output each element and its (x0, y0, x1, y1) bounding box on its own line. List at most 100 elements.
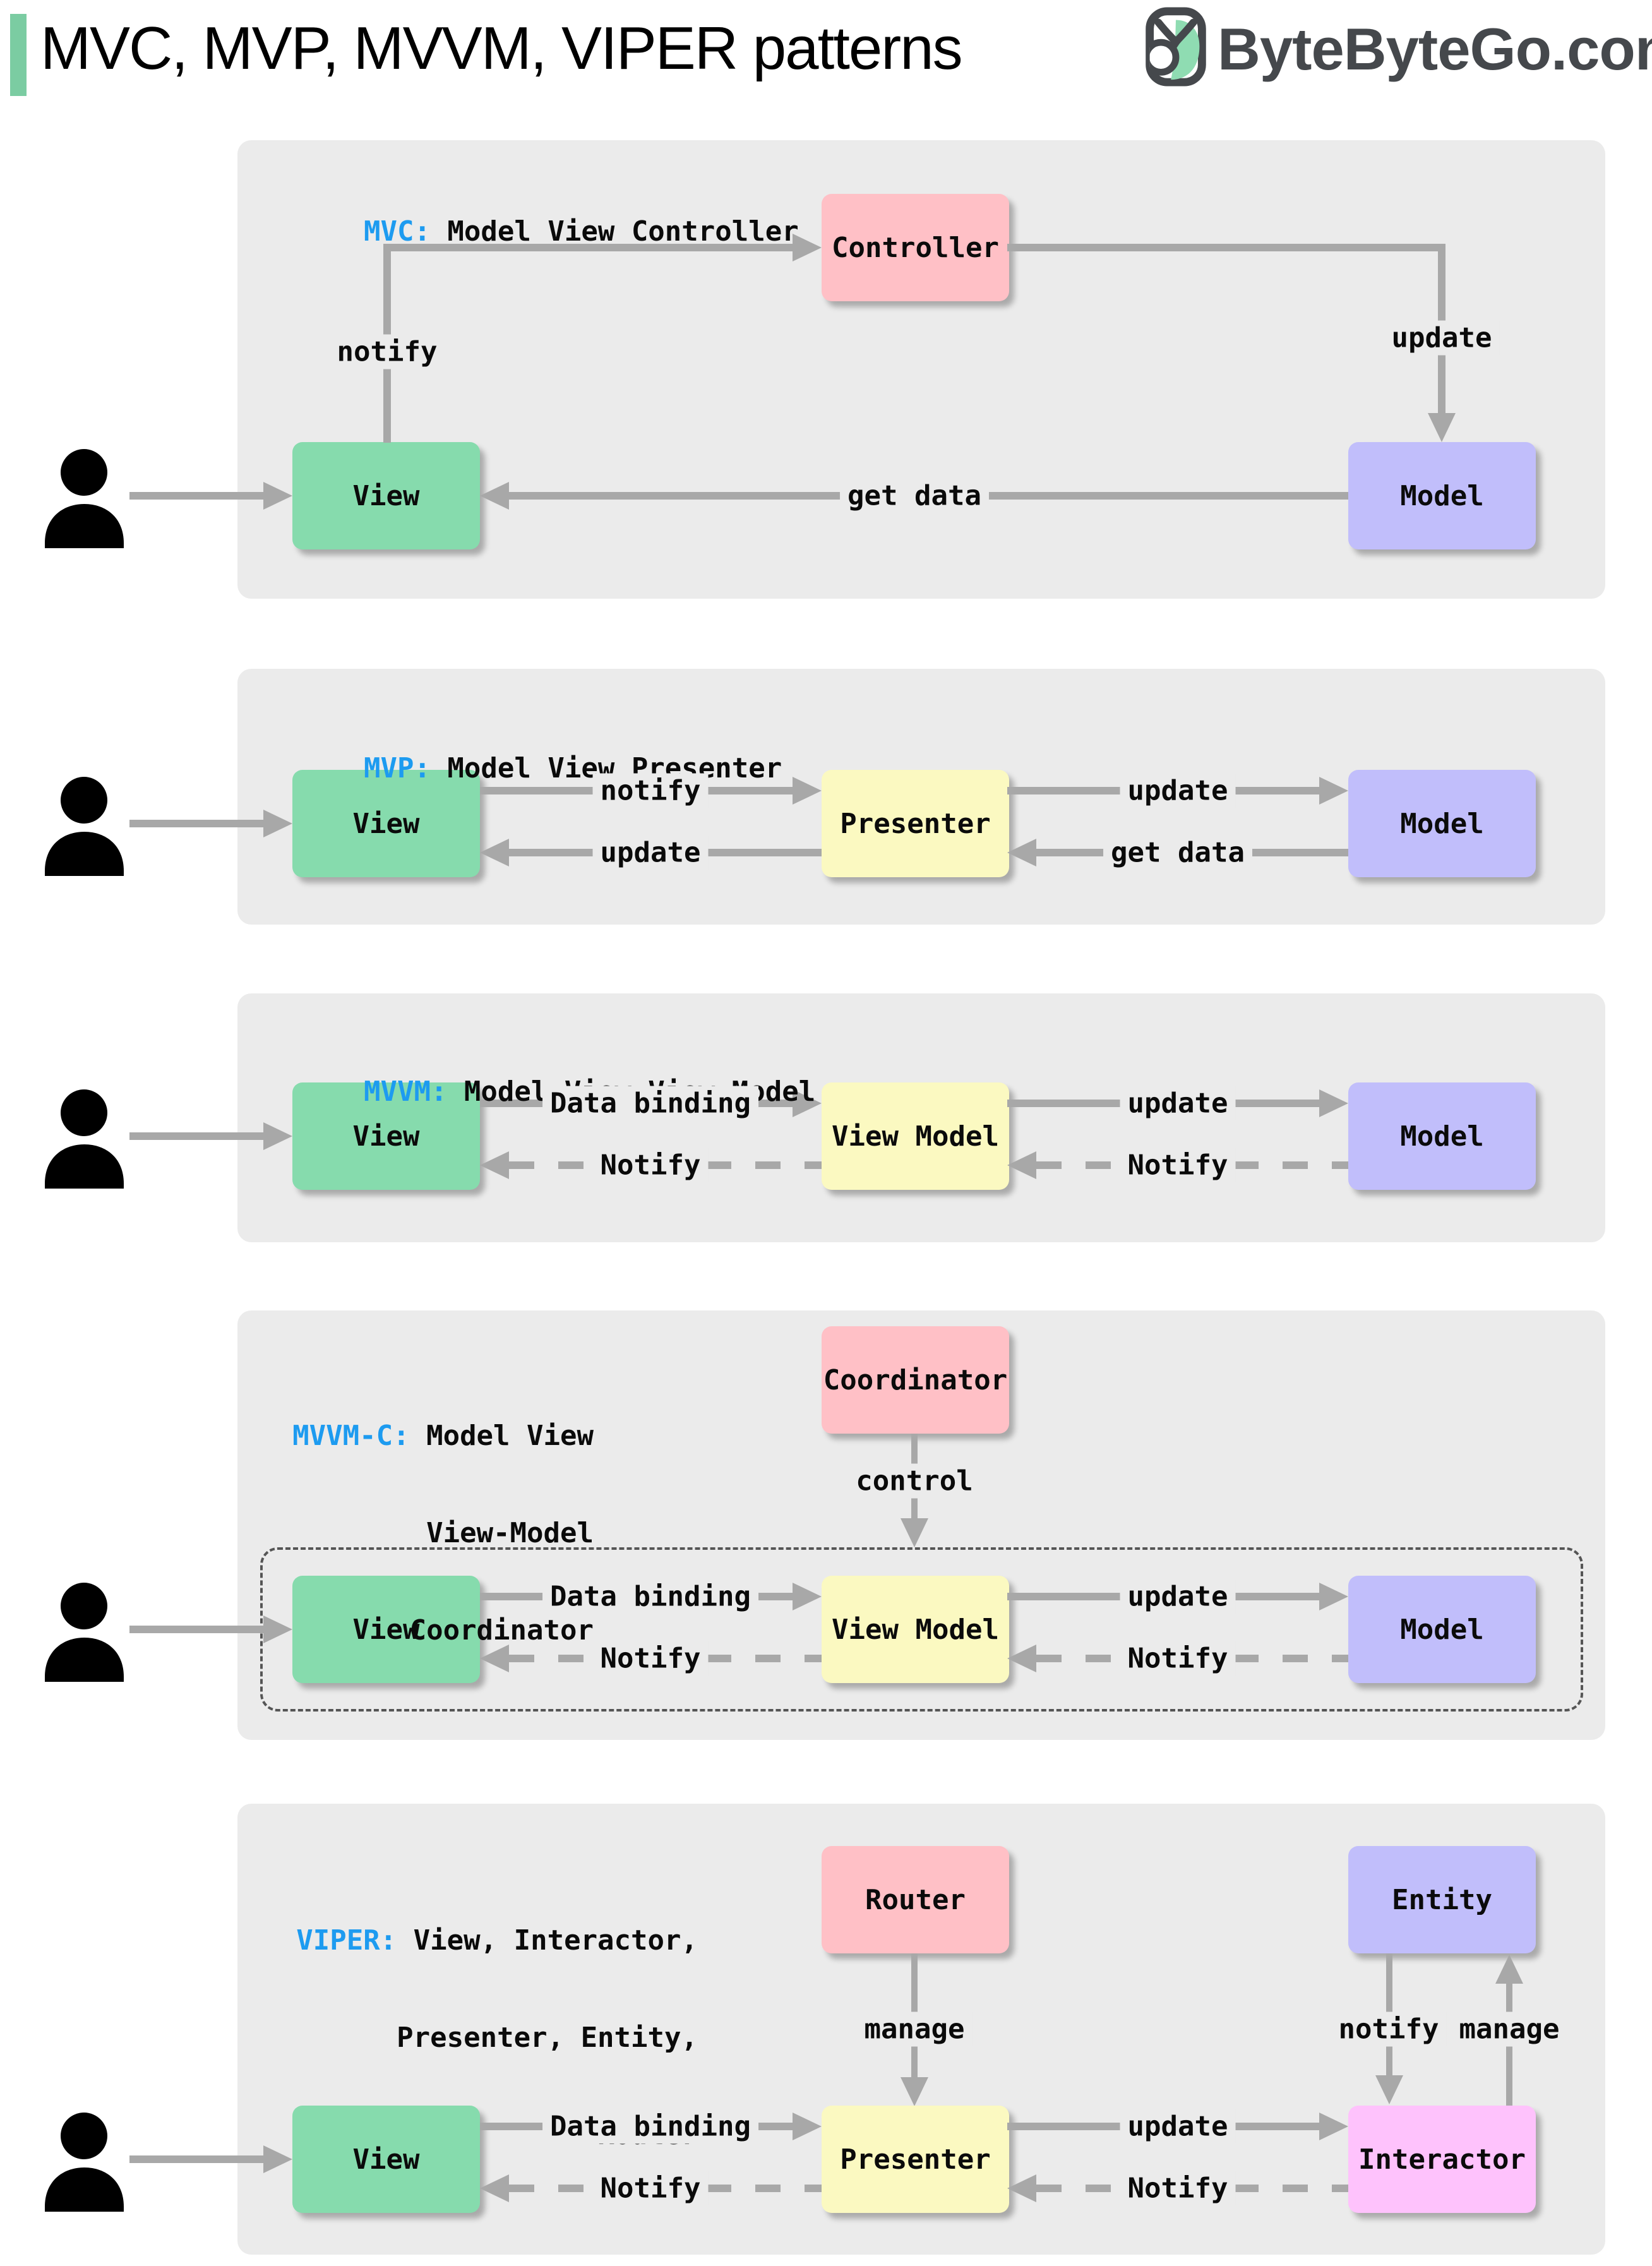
mvp-update-model-arrow-head (1319, 777, 1348, 805)
mvvm-user-arrow-line (129, 1132, 263, 1140)
mvc-view-label: View (352, 479, 420, 512)
viper-user-arrow-head (263, 2145, 292, 2173)
user-icon (45, 2113, 124, 2212)
mvc-notify-label: notify (329, 334, 445, 369)
viper-name-line1: View, Interactor, (397, 1924, 698, 1957)
user-icon (45, 1583, 124, 1682)
mvvmc-databinding-arrow-head (793, 1583, 822, 1610)
mvvmc-coordinator-label: Coordinator (823, 1364, 1008, 1396)
viper-notify-view-label: Notify (592, 2171, 709, 2206)
mvvmc-name-line3: Coordinator (409, 1614, 594, 1646)
mvvm-user-arrow-head (263, 1122, 292, 1150)
mvvmc-model-box: Model (1348, 1576, 1536, 1683)
viper-view-box: View (292, 2106, 480, 2213)
mvvmc-viewmodel-box: View Model (822, 1576, 1009, 1683)
mvc-model-box: Model (1348, 442, 1536, 549)
mvp-getdata-label: get data (1103, 835, 1252, 870)
mvp-view-box: View (292, 770, 480, 877)
viper-databinding-label: Data binding (542, 2109, 758, 2144)
viper-interactor-label: Interactor (1358, 2143, 1526, 2176)
viper-user-arrow-line (129, 2155, 263, 2163)
mvvm-view-label: View (352, 1120, 420, 1153)
mvvm-viewmodel-box: View Model (822, 1082, 1009, 1190)
mvvmc-name-line2: View-Model (426, 1517, 594, 1549)
viper-manage-presenter-arrow-head (901, 2077, 928, 2106)
mvvmc-user-arrow-head (263, 1616, 292, 1643)
mvc-name: Model View Controller (430, 215, 799, 248)
mvp-section-label: MVP: Model View Presenter (297, 720, 782, 817)
viper-entity-label: Entity (1392, 1883, 1492, 1916)
mvvm-databinding-arrow-head (793, 1089, 822, 1117)
mvvmc-section-label: MVVM-C: Model View View-Model Coordinato… (290, 1355, 594, 1711)
mvp-update-model-label: update (1120, 773, 1236, 808)
mvp-tag: MVP: (363, 752, 431, 784)
mvvmc-name-line1: Model View (409, 1420, 594, 1452)
mvvm-notify-vm-arrow-head (1007, 1151, 1036, 1179)
mvvm-model-box: Model (1348, 1082, 1536, 1190)
mvc-section-label: MVC: Model View Controller (297, 183, 799, 280)
mvvm-tag: MVVM: (363, 1076, 448, 1108)
user-icon (45, 1089, 124, 1189)
viper-databinding-arrow-head (793, 2113, 822, 2140)
mvvmc-notify-vm-label: Notify (1120, 1641, 1236, 1676)
mvc-user-arrow-line (129, 492, 263, 500)
mvvm-update-label: update (1120, 1086, 1236, 1121)
mvvm-notify-view-label: Notify (592, 1148, 709, 1183)
viper-notify-presenter-arrow-head (1007, 2174, 1036, 2202)
viper-manage-entity-arrow-head (1495, 1955, 1523, 1984)
mvc-update-label: update (1384, 320, 1500, 356)
mvvmc-view-label: View (352, 1613, 420, 1646)
mvc-view-box: View (292, 442, 480, 549)
viper-notify-arrow-head (1375, 2075, 1403, 2104)
mvvm-update-arrow-head (1319, 1089, 1348, 1117)
bytebytego-logo-icon (1146, 7, 1206, 87)
mvvmc-user-arrow-line (129, 1626, 263, 1633)
mvvm-notify-vm-label: Notify (1120, 1148, 1236, 1183)
mvc-model-label: Model (1400, 479, 1484, 512)
mvp-update-view-label: update (592, 835, 709, 870)
mvc-tag: MVC: (363, 215, 431, 248)
mvvmc-control-arrow-head (901, 1518, 928, 1547)
mvvmc-coordinator-box: Coordinator (822, 1326, 1009, 1434)
mvvmc-model-label: Model (1400, 1613, 1484, 1646)
viper-interactor-box: Interactor (1348, 2106, 1536, 2213)
mvvmc-update-arrow-head (1319, 1583, 1348, 1610)
mvp-user-arrow-head (263, 810, 292, 837)
mvvm-viewmodel-label: View Model (832, 1120, 999, 1153)
mvc-getdata-arrow-head (480, 482, 509, 510)
viper-update-arrow-head (1319, 2113, 1348, 2140)
viper-view-label: View (352, 2143, 420, 2176)
mvvm-notify-view-arrow-head (480, 1151, 509, 1179)
mvp-getdata-arrow-head (1007, 839, 1036, 866)
viper-notify-presenter-label: Notify (1120, 2171, 1236, 2206)
mvc-notify-arrow-line-h (383, 244, 793, 251)
mvvmc-view-box: View (292, 1576, 480, 1683)
viper-name-line2: Presenter, Entity, (397, 2022, 698, 2054)
viper-presenter-box: Presenter (822, 2106, 1009, 2213)
mvc-user-arrow-head (263, 482, 292, 510)
viper-router-box: Router (822, 1846, 1009, 1953)
mvc-controller-box: Controller (822, 194, 1009, 301)
mvvm-view-box: View (292, 1082, 480, 1190)
mvp-model-box: Model (1348, 770, 1536, 877)
title-accent-bar (10, 14, 27, 96)
mvvm-databinding-label: Data binding (542, 1086, 758, 1121)
mvvmc-viewmodel-label: View Model (832, 1613, 999, 1646)
mvvmc-databinding-label: Data binding (542, 1579, 758, 1614)
mvp-update-view-arrow-head (480, 839, 509, 866)
mvvmc-notify-view-arrow-head (480, 1645, 509, 1672)
viper-notify-view-arrow-head (480, 2174, 509, 2202)
mvc-controller-label: Controller (832, 231, 999, 264)
viper-tag: VIPER: (296, 1924, 397, 1957)
viper-manage-presenter-label: manage (856, 2011, 973, 2047)
mvp-view-label: View (352, 807, 420, 840)
user-icon (45, 449, 124, 548)
mvc-update-arrow-line-h (1007, 244, 1446, 251)
mvp-notify-label: notify (592, 773, 709, 808)
viper-manage-entity-label: manage (1451, 2011, 1567, 2047)
mvp-presenter-label: Presenter (840, 807, 991, 840)
viper-entity-box: Entity (1348, 1846, 1536, 1953)
mvvmc-control-label: control (848, 1463, 981, 1499)
viper-notify-label: notify (1331, 2011, 1447, 2047)
